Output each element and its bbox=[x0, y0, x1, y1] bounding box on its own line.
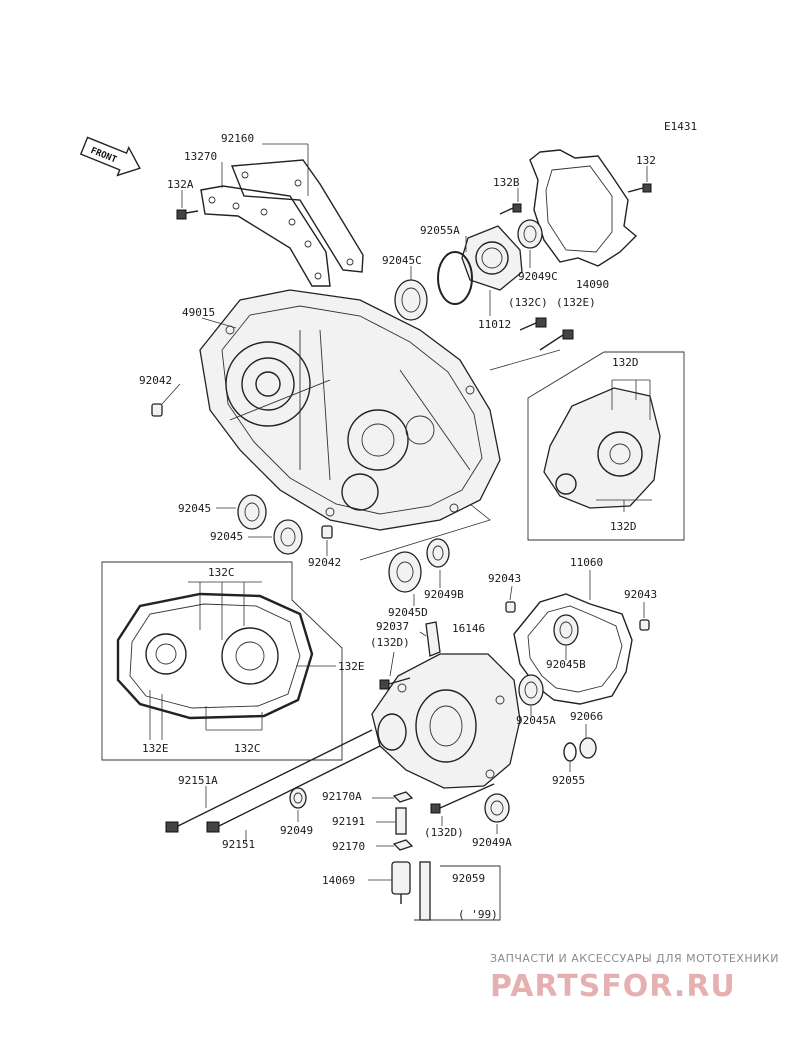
label-92045D: 92045D bbox=[388, 606, 428, 619]
dowel-92042-a bbox=[151, 403, 163, 417]
label-14069: 14069 bbox=[322, 874, 355, 887]
label-92151: 92151 bbox=[222, 838, 255, 851]
tube-92059 bbox=[414, 861, 501, 921]
dowel-92043-a bbox=[505, 601, 516, 613]
crankcase-49015 bbox=[199, 289, 501, 531]
diagram-code: E1431 bbox=[664, 120, 697, 133]
watermark-logo: PARTSFOR.RU bbox=[490, 969, 736, 1004]
label-16146: 16146 bbox=[452, 622, 485, 635]
breather-14069 bbox=[391, 861, 411, 904]
bearing-92045D bbox=[388, 551, 422, 593]
label-132E-paren: (132E) bbox=[556, 296, 596, 309]
label-92066: 92066 bbox=[570, 710, 603, 723]
label-92045B: 92045B bbox=[546, 658, 586, 671]
label-132E-box-bottom: 132E bbox=[142, 742, 169, 755]
label-92170A: 92170A bbox=[322, 790, 362, 803]
label-132C-box-top: 132C bbox=[208, 566, 235, 579]
bearing-92045C bbox=[394, 279, 428, 321]
label-11012: 11012 bbox=[478, 318, 511, 331]
dowel-92043-b bbox=[639, 619, 650, 631]
label-132D-paren-b: (132D) bbox=[424, 826, 464, 839]
label-92055A: 92055A bbox=[420, 224, 460, 237]
bolt-132B bbox=[499, 203, 522, 215]
callout-box-132C-132E bbox=[101, 561, 343, 761]
crankcase-cover bbox=[371, 653, 521, 789]
bearing-92045B bbox=[553, 614, 579, 646]
label-92042-b: 92042 bbox=[308, 556, 341, 569]
label-132D-bottom: 132D bbox=[610, 520, 637, 533]
bolt-132E bbox=[539, 329, 574, 351]
bolt-132A bbox=[176, 209, 199, 220]
oil-seal-92049A bbox=[484, 793, 510, 823]
bolt-92151 bbox=[206, 745, 381, 833]
label-92042-a: 92042 bbox=[139, 374, 172, 387]
label-92055: 92055 bbox=[552, 774, 585, 787]
oil-seal-92049B bbox=[426, 538, 450, 568]
label-49015: 49015 bbox=[182, 306, 215, 319]
o-ring-92055 bbox=[563, 742, 577, 762]
label-92049B: 92049B bbox=[424, 588, 464, 601]
bearing-92045A bbox=[518, 674, 544, 706]
watermark-tagline: ЗАПЧАСТИ И АКСЕССУАРЫ ДЛЯ МОТОТЕХНИКИ bbox=[490, 952, 779, 965]
label-92045-a: 92045 bbox=[178, 502, 211, 515]
bolt-92151A bbox=[165, 729, 373, 833]
label-92043-a: 92043 bbox=[488, 572, 521, 585]
housing-11012 bbox=[461, 225, 523, 291]
label-92037: 92037 bbox=[376, 620, 409, 633]
bolt-132 bbox=[627, 183, 652, 193]
front-arrow-icon: FRONT bbox=[79, 136, 141, 177]
label-92049: 92049 bbox=[280, 824, 313, 837]
callout-box-132D bbox=[527, 351, 685, 541]
bolt-132D-b bbox=[430, 783, 495, 814]
dowel-92042-b bbox=[321, 525, 333, 539]
label-132D-paren-a: (132D) bbox=[370, 636, 410, 649]
label-92160: 92160 bbox=[221, 132, 254, 145]
label-132E-box-right: 132E bbox=[338, 660, 365, 673]
label-132C-paren: (132C) bbox=[508, 296, 548, 309]
bolt-132C bbox=[519, 317, 547, 331]
oil-seal-92049 bbox=[289, 787, 307, 809]
label-92059: 92059 bbox=[452, 872, 485, 885]
clamp-92170 bbox=[392, 839, 414, 851]
bearing-92045-b bbox=[273, 519, 303, 555]
guide-plate-13270 bbox=[200, 185, 331, 287]
bearing-92045-a bbox=[237, 494, 267, 530]
label-132A: 132A bbox=[167, 178, 194, 191]
clamp-92170A bbox=[392, 791, 414, 803]
label-13270: 13270 bbox=[184, 150, 217, 163]
bolt-132D-a bbox=[379, 677, 411, 690]
label-92049C: 92049C bbox=[518, 270, 558, 283]
label-92045-b: 92045 bbox=[210, 530, 243, 543]
label-132B: 132B bbox=[493, 176, 520, 189]
label-132: 132 bbox=[636, 154, 656, 167]
label-92049A: 92049A bbox=[472, 836, 512, 849]
guide-plate-92160 bbox=[230, 159, 364, 273]
label-92045A: 92045A bbox=[516, 714, 556, 727]
label-92170: 92170 bbox=[332, 840, 365, 853]
label-132C-box-bottom: 132C bbox=[234, 742, 261, 755]
label-92191: 92191 bbox=[332, 815, 365, 828]
label-92045C: 92045C bbox=[382, 254, 422, 267]
label-132D-top: 132D bbox=[612, 356, 639, 369]
plug-92066 bbox=[579, 737, 597, 759]
label-92151A: 92151A bbox=[178, 774, 218, 787]
oil-seal-92049C bbox=[517, 219, 543, 249]
label-14090: 14090 bbox=[576, 278, 609, 291]
gasket-14090 bbox=[529, 149, 638, 267]
plate-92037 bbox=[425, 621, 441, 657]
label-92043-b: 92043 bbox=[624, 588, 657, 601]
pipe-92191 bbox=[395, 807, 407, 835]
o-ring-92055A bbox=[437, 251, 473, 305]
label-99: ( '99) bbox=[458, 908, 498, 921]
label-11060: 11060 bbox=[570, 556, 603, 569]
